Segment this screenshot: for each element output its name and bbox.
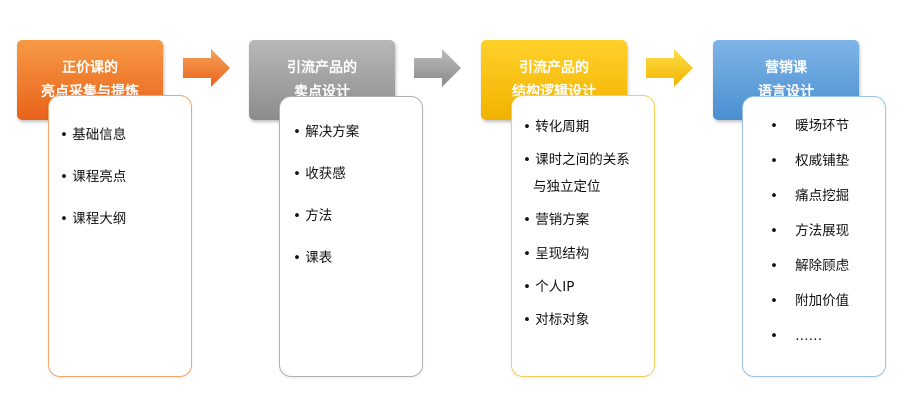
list-item: • 痛点挖掘 <box>770 188 850 204</box>
stage-4-card: • 暖场环节 • 权威铺垫 • 痛点挖掘 • 方法展现 • 解除顾虑 • 附加价… <box>742 96 886 377</box>
list-item: • 个人IP <box>523 279 575 295</box>
arrow-right-icon <box>414 49 461 87</box>
arrow-right-icon <box>183 49 230 87</box>
list-item: 与独立定位 <box>533 179 601 195</box>
list-item: • 对标对象 <box>523 312 590 328</box>
list-item: • 基础信息 <box>60 127 127 143</box>
stage-2-card: • 解决方案 • 收获感 • 方法 • 课表 <box>279 96 423 377</box>
stage-3-title-line1: 引流产品的 <box>519 60 589 76</box>
list-item: • 课时之间的关系 <box>523 152 630 168</box>
list-item: • 权威铺垫 <box>770 153 850 169</box>
list-item: • 转化周期 <box>523 119 590 135</box>
stage-3-card: • 转化周期 • 课时之间的关系 与独立定位 • 营销方案 • 呈现结构 • 个… <box>511 95 655 377</box>
list-item: • 课表 <box>293 250 333 266</box>
list-item: • 营销方案 <box>523 212 590 228</box>
list-item: • 课程亮点 <box>60 169 127 185</box>
arrow-right-icon <box>646 49 693 87</box>
list-item: • 暖场环节 <box>770 118 850 134</box>
list-item: • 附加价值 <box>770 293 850 309</box>
list-item: • 呈现结构 <box>523 246 590 262</box>
stage-4-title-line1: 营销课 <box>765 60 807 76</box>
list-item: • 课程大纲 <box>60 211 127 227</box>
list-item: • 解除顾虑 <box>770 258 850 274</box>
list-item: • 收获感 <box>293 166 346 182</box>
list-item: • …… <box>770 328 823 344</box>
stage-1-card: • 基础信息 • 课程亮点 • 课程大纲 <box>48 95 192 377</box>
list-item: • 解决方案 <box>293 124 360 140</box>
list-item: • 方法展现 <box>770 223 850 239</box>
stage-2-title-line1: 引流产品的 <box>287 60 357 76</box>
stage-1-title-line1: 正价课的 <box>62 60 118 76</box>
list-item: • 方法 <box>293 208 333 224</box>
